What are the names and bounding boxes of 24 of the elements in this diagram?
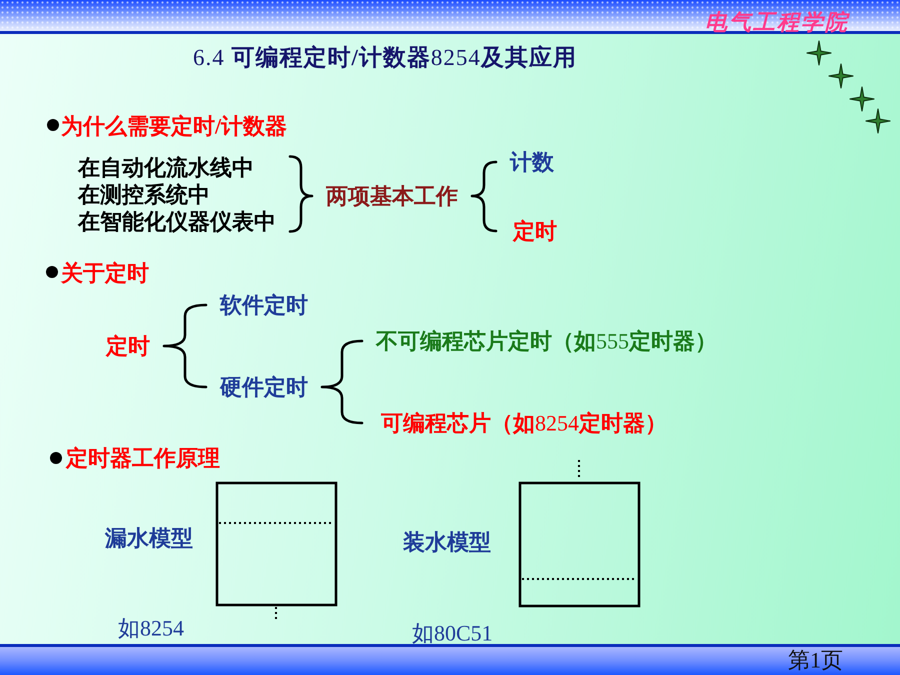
tree-label: 硬件定时 xyxy=(220,374,308,400)
section-heading: 关于定时 xyxy=(61,260,149,286)
tree-label: 可编程芯片（如8254定时器） xyxy=(381,410,667,436)
section-heading: 为什么需要定时/计数器 xyxy=(61,113,288,139)
model-label: 装水模型 xyxy=(403,529,491,555)
header-text: 电气工程学院 xyxy=(705,9,849,35)
tree-label: 在测控系统中 xyxy=(78,180,211,208)
model-label: 漏水模型 xyxy=(105,525,193,551)
slide-title: 6.4 可编程定时/计数器8254及其应用 xyxy=(193,44,577,72)
tree-label: 在自动化流水线中 xyxy=(78,154,255,180)
curly-brace xyxy=(162,304,208,388)
page-number: 第1页 xyxy=(788,647,843,673)
tree-label: 定时 xyxy=(106,333,150,359)
section-heading: 定时器工作原理 xyxy=(66,445,220,471)
curly-brace xyxy=(288,155,314,233)
tree-label: 在智能化仪器仪表中 xyxy=(78,208,276,234)
example-label: 如8254 xyxy=(118,615,184,641)
tree-label: 定时 xyxy=(513,218,557,244)
tree-label: 软件定时 xyxy=(220,292,308,318)
tree-label: 两项基本工作 xyxy=(326,183,458,209)
tree-label: 计数 xyxy=(510,149,554,175)
tree-label: 不可编程芯片定时（如555定时器） xyxy=(376,328,717,354)
curly-brace xyxy=(320,340,364,424)
example-label: 如80C51 xyxy=(412,620,493,646)
